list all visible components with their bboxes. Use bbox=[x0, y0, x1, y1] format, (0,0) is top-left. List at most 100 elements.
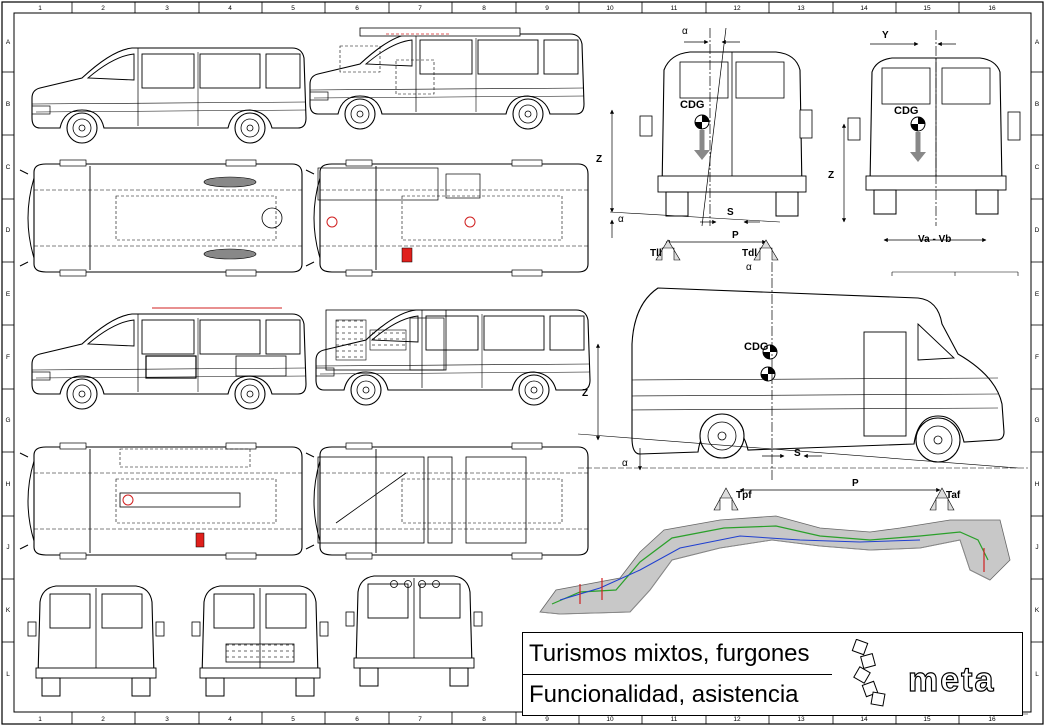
row-label: K bbox=[1035, 607, 1040, 614]
col-label: 1 bbox=[38, 716, 42, 723]
alpha-label-1: α bbox=[682, 26, 688, 37]
row-label: G bbox=[1034, 417, 1039, 424]
col-label: 10 bbox=[606, 5, 614, 12]
s-label-rear-1: S bbox=[727, 207, 734, 218]
row-label: B bbox=[6, 101, 10, 108]
row-label: K bbox=[6, 607, 11, 614]
title-row-1: Turismos mixtos, furgones bbox=[523, 633, 833, 675]
col-label: 12 bbox=[733, 716, 741, 723]
col-label: 1 bbox=[38, 5, 42, 12]
col-label: 15 bbox=[923, 5, 931, 12]
z-label-side: Z bbox=[582, 388, 588, 399]
tdl-label: Tdl bbox=[742, 248, 757, 259]
tll-label: Tll bbox=[650, 248, 662, 259]
row-label: H bbox=[6, 481, 11, 488]
alpha-label-2: α bbox=[618, 214, 624, 225]
row-label: H bbox=[1035, 481, 1040, 488]
col-label: 5 bbox=[291, 5, 295, 12]
col-label: 4 bbox=[228, 716, 232, 723]
van-front-view bbox=[191, 585, 329, 697]
col-label: 2 bbox=[101, 5, 105, 12]
col-label: 4 bbox=[228, 5, 232, 12]
col-label: 6 bbox=[355, 5, 359, 12]
col-label: 2 bbox=[101, 716, 105, 723]
row-label: A bbox=[6, 39, 11, 46]
alpha-label-4: α bbox=[622, 458, 628, 469]
col-label: 9 bbox=[545, 5, 549, 12]
y-label: Y bbox=[882, 30, 889, 41]
col-label: 14 bbox=[860, 5, 868, 12]
title-line-2: Funcionalidad, asistencia bbox=[529, 681, 799, 708]
van-side-view-windows bbox=[31, 47, 307, 144]
van-top-view-3 bbox=[19, 442, 303, 560]
van-cutaway-view bbox=[315, 309, 591, 406]
p-label-rear-1: P bbox=[732, 230, 739, 241]
col-label: 16 bbox=[988, 5, 996, 12]
row-label: E bbox=[1035, 291, 1040, 298]
van-rear-view bbox=[27, 585, 165, 697]
row-label: D bbox=[6, 227, 11, 234]
col-label: 9 bbox=[545, 716, 549, 723]
col-label: 7 bbox=[418, 716, 422, 723]
row-label: L bbox=[6, 671, 10, 678]
row-label: L bbox=[1035, 671, 1039, 678]
row-label: G bbox=[5, 417, 10, 424]
col-label: 13 bbox=[797, 5, 805, 12]
cdg-label-rear-2: CDG bbox=[894, 105, 918, 117]
van-top-view-2 bbox=[305, 159, 589, 277]
van-rear-view-ambulance bbox=[345, 575, 483, 687]
logo-block: meta bbox=[832, 632, 1023, 716]
z-label-rear-1: Z bbox=[596, 154, 602, 165]
van-top-view-1 bbox=[19, 159, 303, 277]
col-label: 11 bbox=[671, 716, 678, 723]
col-label: 15 bbox=[923, 716, 931, 723]
z-label-rear-2: Z bbox=[828, 170, 834, 181]
row-label: A bbox=[1035, 39, 1040, 46]
col-label: 3 bbox=[165, 716, 169, 723]
row-label: C bbox=[6, 164, 11, 171]
title-line-1: Turismos mixtos, furgones bbox=[529, 639, 810, 667]
alpha-label-3: α bbox=[746, 262, 752, 273]
grid-column-labels: 1 2 3 4 5 6 7 8 9 10 11 12 13 14 15 16 1… bbox=[38, 5, 996, 723]
col-label: 14 bbox=[860, 716, 868, 723]
title-row-2: Funcionalidad, asistencia bbox=[523, 675, 833, 715]
taf-label: Taf bbox=[946, 490, 961, 501]
title-block: Turismos mixtos, furgones Funcionalidad,… bbox=[522, 632, 834, 716]
rear-view-cdg-2 bbox=[847, 30, 1021, 226]
grid-row-ticks bbox=[2, 71, 1043, 643]
row-label: C bbox=[1035, 164, 1040, 171]
col-label: 16 bbox=[988, 716, 996, 723]
row-label: B bbox=[1035, 101, 1039, 108]
col-label: 13 bbox=[797, 716, 805, 723]
logo-emblem-icon bbox=[851, 639, 886, 707]
cdg-label-rear-1: CDG bbox=[680, 99, 704, 111]
col-label: 12 bbox=[733, 5, 741, 12]
logo-text: meta bbox=[907, 660, 996, 699]
row-label: J bbox=[1035, 544, 1038, 551]
row-label: E bbox=[6, 291, 11, 298]
row-label: F bbox=[1035, 354, 1039, 361]
col-label: 10 bbox=[606, 716, 614, 723]
van-top-view-4 bbox=[305, 442, 589, 560]
p-label-side: P bbox=[852, 478, 859, 489]
big-side-view-cdg bbox=[577, 262, 1028, 480]
col-label: 11 bbox=[671, 5, 678, 12]
row-label: F bbox=[6, 354, 10, 361]
duct-routing-3d bbox=[539, 515, 1011, 615]
col-label: 7 bbox=[418, 5, 422, 12]
col-label: 8 bbox=[482, 5, 486, 12]
grid-row-labels: A B C D E F G H J K L A B C D E F G H J … bbox=[5, 39, 1039, 678]
s-label-side: S bbox=[794, 448, 801, 459]
col-label: 3 bbox=[165, 5, 169, 12]
tpf-label: Tpf bbox=[736, 490, 752, 501]
col-label: 8 bbox=[482, 716, 486, 723]
row-label: D bbox=[1035, 227, 1040, 234]
col-label: 5 bbox=[291, 716, 295, 723]
van-side-view-ambulance bbox=[309, 27, 585, 130]
row-label: J bbox=[6, 544, 9, 551]
van-side-view-equipped bbox=[31, 307, 307, 410]
rear-view-cdg-1 bbox=[609, 27, 813, 227]
cdg-label-side: CDG bbox=[744, 341, 768, 353]
